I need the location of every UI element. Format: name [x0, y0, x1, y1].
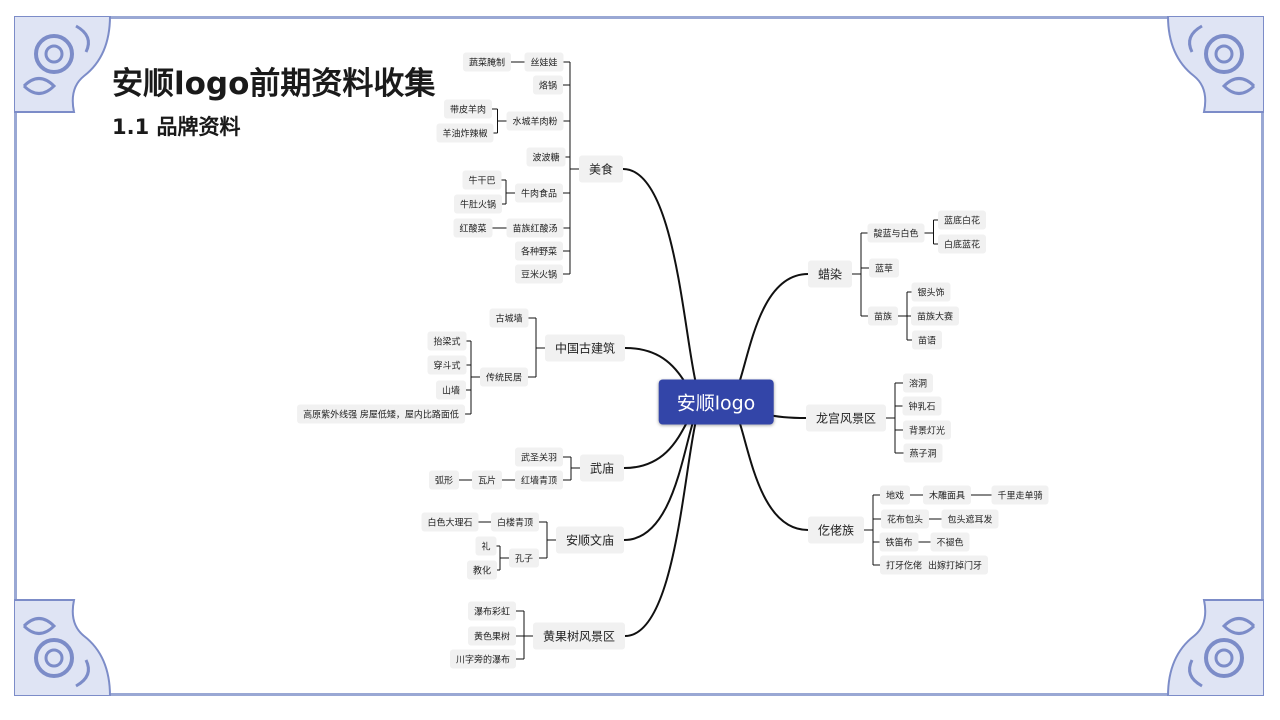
- node-l4.2: 川字旁的瀑布: [449, 649, 517, 669]
- branch-r2: 仡佬族: [807, 516, 865, 544]
- slide-subtitle: 1.1 品牌资料: [112, 115, 241, 139]
- node-l3.0.0: 白色大理石: [421, 512, 479, 532]
- node-r0.1: 蓝草: [868, 258, 900, 278]
- corner-ornament-bottom-right: [1166, 599, 1264, 696]
- node-r1.0: 溶洞: [902, 373, 934, 393]
- node-r0.2.2: 苗语: [911, 330, 943, 350]
- node-l4.1: 黄色果树: [467, 626, 517, 646]
- slide-frame: [14, 16, 1264, 696]
- node-l0.4.0: 牛干巴: [462, 170, 502, 190]
- node-l0.3: 波波糖: [526, 147, 566, 167]
- node-l3.1.0: 礼: [475, 536, 497, 556]
- node-r2.2.0: 不褪色: [930, 532, 970, 552]
- node-l2.1.0: 瓦片: [471, 470, 503, 490]
- node-r0.0.0: 蓝底白花: [937, 210, 987, 230]
- node-l0.2: 水城羊肉粉: [506, 111, 564, 131]
- node-l1.1.0: 抬梁式: [427, 331, 467, 351]
- central-topic: 安顺logo: [658, 379, 774, 425]
- node-r0.0: 靛蓝与白色: [867, 223, 925, 243]
- node-l3.1.1: 教化: [466, 560, 498, 580]
- node-l0.0: 丝娃娃: [524, 52, 564, 72]
- node-l2.0: 武圣关羽: [514, 447, 564, 467]
- node-r1.2: 背景灯光: [902, 420, 952, 440]
- node-l0.4: 牛肉食品: [514, 183, 564, 203]
- node-r2.1: 花布包头: [880, 509, 930, 529]
- branch-l3: 安顺文庙: [555, 526, 625, 554]
- node-l4.0: 瀑布彩虹: [467, 601, 517, 621]
- node-r2.0.0.0: 千里走单骑: [991, 485, 1049, 505]
- node-l1.1.1: 穿斗式: [427, 355, 467, 375]
- node-r0.0.1: 白底蓝花: [937, 234, 987, 254]
- node-r2.1.0: 包头遮耳发: [941, 509, 999, 529]
- node-l3.1: 孔子: [508, 548, 540, 568]
- node-l1.1: 传统民居: [479, 367, 529, 387]
- node-l0.2.0: 带皮羊肉: [443, 99, 493, 119]
- branch-r1: 龙宫风景区: [805, 404, 887, 432]
- node-r2.3.0: 出嫁打掉门牙: [921, 555, 989, 575]
- node-l3.0: 白楼青顶: [490, 512, 540, 532]
- node-r2.0: 地戏: [879, 485, 911, 505]
- corner-ornament-top-right: [1166, 16, 1264, 113]
- branch-l2: 武庙: [579, 454, 625, 482]
- node-r0.2: 苗族: [867, 306, 899, 326]
- node-r2.2: 铁笛布: [879, 532, 919, 552]
- node-l2.1.0.0: 弧形: [428, 470, 460, 490]
- node-l0.6: 各种野菜: [514, 241, 564, 261]
- corner-ornament-top-left: [14, 16, 112, 113]
- branch-l0: 美食: [578, 155, 624, 183]
- node-r0.2.0: 银头饰: [911, 282, 951, 302]
- node-r0.2.1: 苗族大赛: [910, 306, 960, 326]
- node-l0.2.1: 羊油炸辣椒: [436, 123, 494, 143]
- node-l1.0: 古城墙: [489, 308, 529, 328]
- node-l0.7: 豆米火锅: [514, 264, 564, 284]
- branch-l1: 中国古建筑: [544, 334, 626, 362]
- node-r1.1: 钟乳石: [902, 396, 942, 416]
- node-l0.5: 苗族红酸汤: [506, 218, 564, 238]
- node-r2.3: 打牙仡佬: [879, 555, 929, 575]
- node-l1.1.3: 高原紫外线强 房屋低矮，屋内比路面低: [297, 404, 465, 424]
- node-l0.5.0: 红酸菜: [453, 218, 493, 238]
- node-l1.1.2: 山墙: [435, 380, 467, 400]
- node-l0.0.0: 蔬菜腌制: [462, 52, 512, 72]
- node-l0.4.1: 牛肚火锅: [453, 194, 503, 214]
- node-r1.3: 燕子洞: [903, 443, 943, 463]
- main-branch-connector: [624, 401, 706, 637]
- node-l0.1: 烙锅: [532, 75, 564, 95]
- main-branch-connector: [622, 168, 706, 403]
- slide-title: 安顺logo前期资料收集: [112, 66, 436, 102]
- corner-ornament-bottom-left: [14, 599, 112, 696]
- branch-r0: 蜡染: [807, 260, 853, 288]
- node-l2.1: 红墙青顶: [514, 470, 564, 490]
- node-r2.0.0: 木雕面具: [922, 485, 972, 505]
- branch-l4: 黄果树风景区: [532, 622, 626, 650]
